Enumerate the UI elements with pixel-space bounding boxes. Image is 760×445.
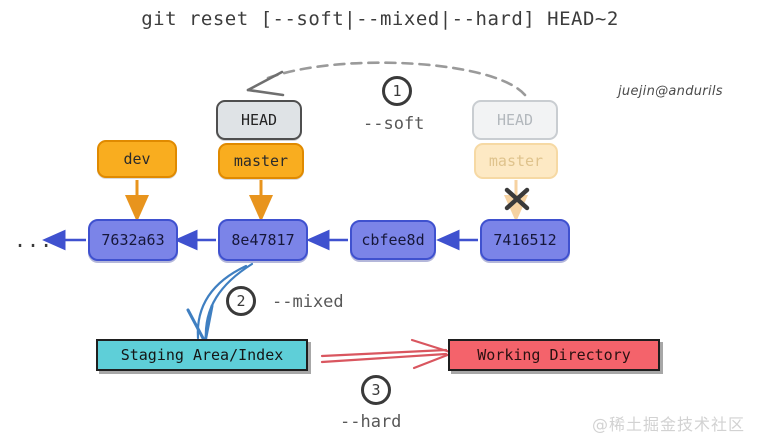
commit-node-7632a63[interactable]: 7632a63 [88, 219, 178, 261]
staging-area-box[interactable]: Staging Area/Index [96, 339, 308, 371]
hard-arrow [320, 338, 452, 370]
site-watermark: @稀土掘金技术社区 [592, 415, 746, 434]
branch-ref-master[interactable]: master [218, 143, 304, 179]
branch-ref-dev[interactable]: dev [97, 140, 177, 178]
head-ref-faded: HEAD [472, 100, 558, 140]
branch-ref-master-faded: master [474, 143, 558, 179]
commit-chain-ellipsis: ... [14, 228, 54, 252]
step-marker-3: 3 [361, 375, 391, 405]
step-label-soft: --soft [363, 114, 425, 134]
cancel-x-icon [504, 187, 530, 211]
author-note: juejin@andurils [618, 84, 723, 99]
working-directory-box[interactable]: Working Directory [448, 339, 660, 371]
commit-node-7416512[interactable]: 7416512 [480, 219, 570, 261]
step-marker-1: 1 [382, 76, 412, 106]
step-label-mixed: --mixed [272, 292, 344, 312]
step-label-hard: --hard [340, 412, 402, 432]
commit-node-8e47817[interactable]: 8e47817 [218, 219, 308, 261]
step-marker-2: 2 [226, 286, 256, 316]
page-title: git reset [--soft|--mixed|--hard] HEAD~2 [141, 8, 619, 30]
commit-node-cbfee8d[interactable]: cbfee8d [350, 220, 436, 260]
branch-pointer-arrows [125, 180, 528, 222]
head-ref-active[interactable]: HEAD [216, 100, 302, 140]
